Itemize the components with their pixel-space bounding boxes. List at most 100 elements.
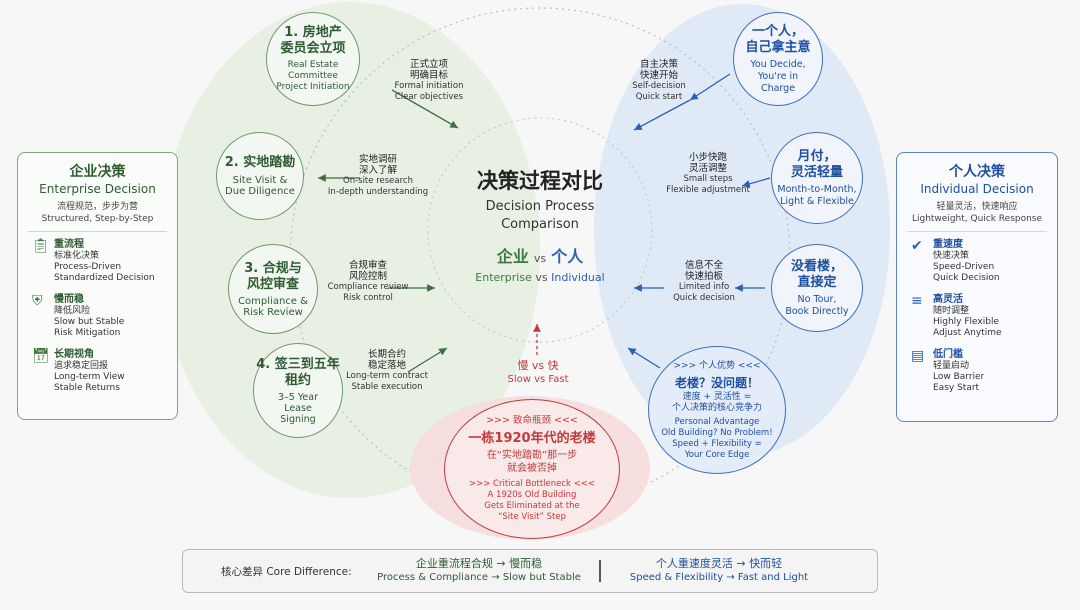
- note-en: Stable execution: [351, 382, 423, 392]
- enterprise-step-2: 2. 实地踏勘 Site Visit & Due Diligence: [216, 132, 304, 220]
- note-zh: 快速拍板: [684, 271, 723, 282]
- step-sub: You're in: [757, 70, 799, 82]
- note-en: In-depth understanding: [327, 187, 429, 197]
- note-zh: 深入了解: [358, 165, 397, 176]
- step-title: 委员会立项: [280, 41, 346, 56]
- arrow-10: [627, 347, 661, 369]
- item-line: 轻量启动: [933, 361, 970, 371]
- enterprise-note-4: 长期合约 稳定落地 Long-term contract Stable exec…: [342, 349, 432, 393]
- step-sub: Signing: [280, 413, 316, 425]
- divider: [599, 560, 601, 582]
- bottleneck-line: Gets Eliminated at the: [484, 501, 580, 511]
- item-line: Process-Driven: [54, 262, 122, 272]
- enterprise-panel-title-zh: 企业决策: [69, 164, 126, 180]
- individual-note-2: 小步快跑 灵活调整 Small steps Flexible adjustmen…: [652, 152, 764, 196]
- enterprise-item-process: 📋︎ 重流程 标准化决策 Process-Driven Standardized…: [32, 238, 177, 284]
- center-vs-zh: vs: [533, 252, 547, 265]
- calendar-icon: 📅︎: [32, 348, 50, 364]
- individual-panel-title-en: Individual Decision: [920, 182, 1034, 196]
- note-zh: 稳定落地: [367, 360, 406, 371]
- individual-step-3: 没看楼， 直接定 No Tour, Book Directly: [771, 244, 863, 332]
- advantage-line: Speed + Flexibility =: [672, 438, 762, 449]
- arrow-4: [407, 347, 448, 373]
- enterprise-step-4: 4. 签三到五年 租约 3–5 Year Lease Signing: [253, 343, 343, 438]
- step-sub: Light & Flexible: [780, 195, 854, 207]
- item-heading: 重流程: [54, 239, 84, 250]
- enterprise-panel-sub-zh: 流程规范，步步为营: [56, 202, 138, 212]
- item-line: Slow but Stable: [54, 317, 125, 327]
- step-sub: 3–5 Year: [278, 391, 318, 403]
- step-title: 租约: [284, 372, 311, 388]
- enterprise-note-2: 实地调研 深入了解 On-site research In-depth unde…: [320, 154, 436, 198]
- note-en: Risk control: [343, 293, 393, 303]
- note-zh: 灵活调整: [688, 163, 727, 174]
- advantage-line: 速度 + 灵活性 =: [682, 391, 752, 402]
- center-title-en-1: Decision Process: [485, 199, 595, 214]
- note-en: Flexible adjustment: [666, 185, 750, 195]
- step-title: 风控审查: [246, 276, 299, 292]
- sliders-icon: ≡: [911, 293, 923, 309]
- core-difference-individual-zh: 个人重速度灵活 → 快而轻: [655, 557, 783, 570]
- step-title: 自己拿主意: [745, 39, 811, 55]
- item-heading: 重速度: [933, 239, 963, 250]
- step-sub: Charge: [760, 82, 796, 94]
- core-difference-enterprise-zh: 企业重流程合规 → 慢而稳: [415, 557, 543, 570]
- step-title: 2. 实地踏勘: [224, 155, 296, 170]
- arrow-5: [689, 73, 731, 101]
- advantage-line: Your Core Edge: [684, 449, 750, 460]
- core-difference-individual-en: Speed & Flexibility → Fast and Light: [629, 572, 809, 583]
- inner-ring: [427, 117, 653, 343]
- note-en: Formal initiation: [394, 81, 464, 91]
- step-sub: You Decide,: [750, 58, 806, 70]
- center-vs-en: vs: [535, 271, 548, 284]
- item-heading: 慢而稳: [54, 294, 84, 305]
- advantage-title: 老楼？没问题！: [674, 375, 759, 390]
- item-line: 追求稳定回报: [54, 361, 109, 371]
- note-zh: 合规审查: [348, 260, 387, 271]
- bottleneck-line: A 1920s Old Building: [487, 490, 577, 500]
- note-en: Limited info: [678, 282, 730, 292]
- item-line: Highly Flexible: [933, 317, 1000, 327]
- enterprise-panel: 企业决策 Enterprise Decision 流程规范，步步为营 Struc…: [17, 152, 178, 420]
- arrow-7: [741, 177, 771, 188]
- core-difference-enterprise-en: Process & Compliance → Slow but Stable: [377, 572, 581, 583]
- item-line: Low Barrier: [933, 372, 985, 382]
- individual-item-flexible: ≡ 高灵活 随时调整 Highly Flexible Adjust Anytim…: [911, 293, 1057, 339]
- enterprise-item-stable: ⛨ 慢而稳 降低风险 Slow but Stable Risk Mitigati…: [32, 293, 177, 339]
- individual-zone: [594, 4, 890, 456]
- item-heading: 低门槛: [933, 349, 963, 360]
- enterprise-step-3: 3. 合规与 风控审查 Compliance & Risk Review: [228, 244, 318, 334]
- individual-step-1: 一个人， 自己拿主意 You Decide, You're in Charge: [733, 12, 823, 106]
- note-zh: 信息不全: [684, 260, 723, 271]
- note-en: Quick start: [635, 92, 683, 102]
- step-sub: Month-to-Month,: [777, 183, 857, 195]
- item-line: Risk Mitigation: [54, 328, 121, 338]
- step-sub: Lease: [284, 402, 312, 414]
- center-individual-zh: 个人: [551, 247, 584, 266]
- item-heading: 高灵活: [933, 294, 963, 305]
- item-line: Easy Start: [933, 383, 980, 393]
- bottleneck-line: >>> Critical Bottleneck <<<: [468, 479, 596, 489]
- individual-panel-sub-en: Lightweight, Quick Response: [911, 214, 1043, 224]
- enterprise-panel-title-en: Enterprise Decision: [39, 182, 156, 196]
- individual-item-lowbarrier: ▤ 低门槛 轻量启动 Low Barrier Easy Start: [911, 348, 1057, 394]
- center-title-block: 决策过程对比 Decision Process Comparison 企业 vs…: [450, 168, 630, 286]
- step-sub: Project Initiation: [276, 82, 350, 92]
- center-enterprise-en: Enterprise: [475, 271, 532, 284]
- individual-panel: 个人决策 Individual Decision 轻量灵活，快速响应 Light…: [896, 152, 1058, 422]
- note-en: Quick decision: [673, 293, 735, 303]
- note-en: Self-decision: [632, 81, 686, 91]
- item-line: Quick Decision: [933, 273, 1000, 283]
- step-title: 一个人，: [751, 23, 804, 39]
- advantage-line: Personal Advantage: [674, 416, 760, 427]
- item-line: Standardized Decision: [54, 273, 155, 283]
- layers-icon: ▤: [911, 348, 925, 364]
- note-zh: 风险控制: [348, 271, 387, 282]
- item-line: 随时调整: [933, 306, 970, 316]
- step-sub: Committee: [288, 71, 338, 81]
- slow-vs-fast-label: 慢 vs 快 Slow vs Fast: [490, 359, 586, 387]
- item-line: Stable Returns: [54, 383, 120, 393]
- step-title: 直接定: [797, 274, 837, 290]
- note-en: Small steps: [683, 174, 733, 184]
- step-sub: Risk Review: [243, 306, 303, 318]
